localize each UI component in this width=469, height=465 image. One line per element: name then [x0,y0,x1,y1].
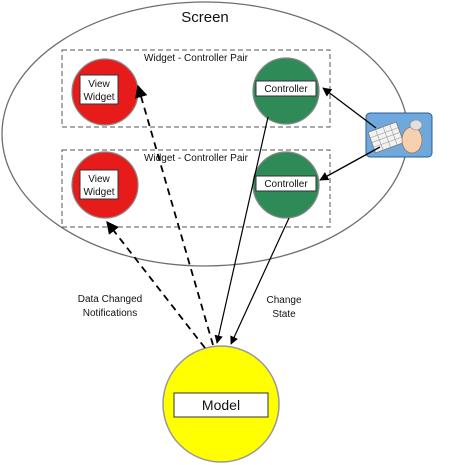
notifications-label: Notifications [83,308,137,319]
pair-label: Widget - Controller Pair [144,153,249,164]
model-label: Model [202,397,240,413]
input-arrow [319,146,381,181]
controller-label-box [255,80,317,97]
screen-title: Screen [181,9,229,26]
change-state-arrow [230,217,290,345]
screen-ellipse [1,1,409,267]
controller-label: Controller [264,84,308,95]
widget-controller-pair-box [61,149,331,228]
view-widget-label: View [88,79,110,90]
input-arrow [322,87,377,129]
view-widget-label-box [79,169,119,200]
keyboard-mouse-icon [365,112,433,158]
controller-label-box [255,175,317,192]
view-widget-label: Widget [83,187,114,198]
notifications-label: Data Changed [78,294,143,305]
change-state-label: Change [266,295,301,306]
notification-arrow [135,84,214,346]
view-widget-label-box [79,74,119,105]
pair-label: Widget - Controller Pair [144,53,249,64]
view-widget-label: View [88,174,110,185]
change-state-arrow [214,116,269,344]
controller-label: Controller [264,179,308,190]
view-widget-label: Widget [83,92,114,103]
change-state-label: State [272,309,296,320]
model-label-box [173,392,269,418]
notification-arrow [106,221,206,349]
